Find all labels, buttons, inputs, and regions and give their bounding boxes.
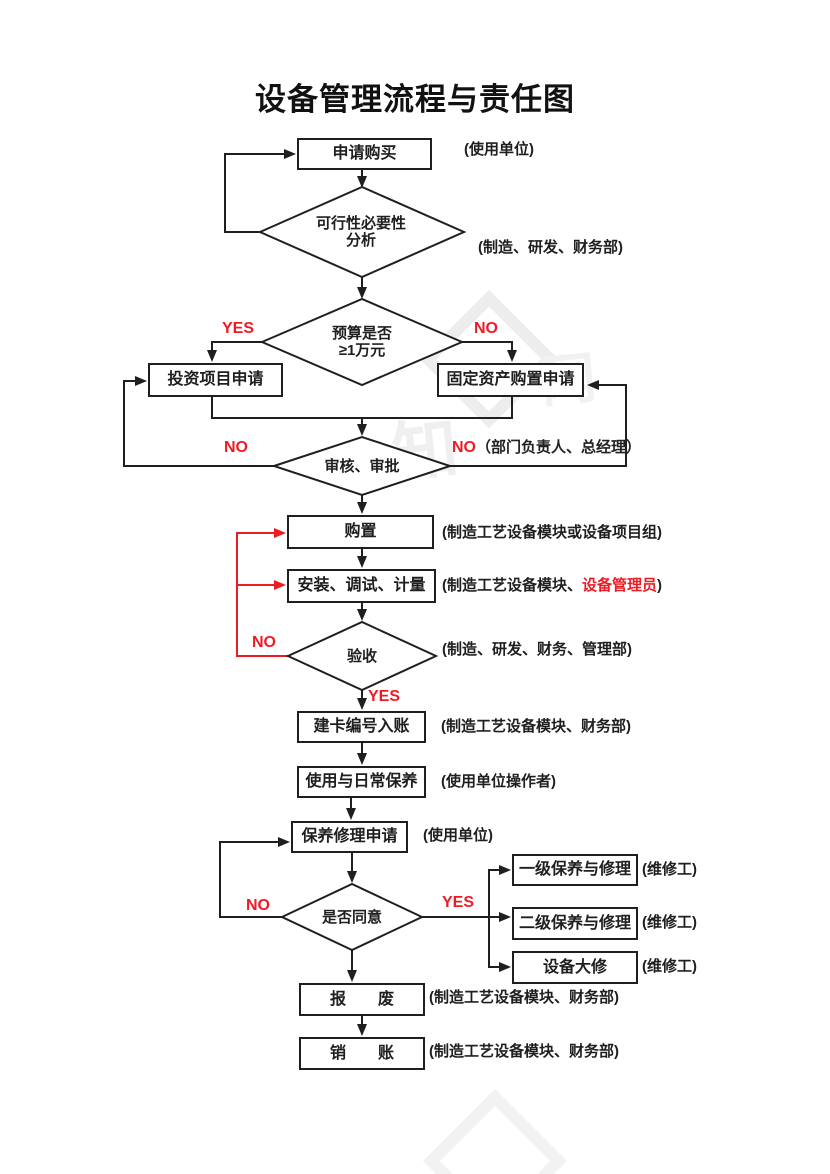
annotation-install-suffix: ) xyxy=(657,577,663,594)
annotation-daily-use: (使用单位操作者) xyxy=(441,773,556,790)
node-install-debug-measure: 安装、调试、计量 xyxy=(287,569,436,603)
annotation-install-prefix: (制造工艺设备模块、 xyxy=(442,577,582,594)
edge-label-review-no-right: NO（部门负责人、总经理） xyxy=(452,439,642,457)
annotation-acceptance: (制造、研发、财务、管理部) xyxy=(442,641,632,658)
node-overhaul: 设备大修 xyxy=(512,951,638,984)
edge-review-no-to-fixedasset xyxy=(450,380,627,467)
node-repair-apply: 保养修理申请 xyxy=(291,821,408,853)
edge-budget-no-to-fixedasset xyxy=(462,341,517,362)
diamond-budget-label: 预算是否 ≥1万元 xyxy=(331,325,393,359)
diamond-review-label: 审核、审批 xyxy=(324,458,400,475)
edge-agree-no-loop xyxy=(219,837,290,918)
edge-branch-to-level1 xyxy=(488,865,511,917)
annotation-feasibility: (制造、研发、财务部) xyxy=(478,239,623,256)
diamond-agree xyxy=(279,882,425,952)
edge-label-acceptance-yes: YES xyxy=(368,688,401,705)
node-scrap: 报 废 xyxy=(299,983,425,1016)
edge-acceptance-no-to-purchase xyxy=(236,528,288,657)
node-level1-maintain: 一级保养与修理 xyxy=(512,854,638,886)
annotation-install: (制造工艺设备模块、设备管理员) xyxy=(442,577,662,594)
edge-budget-yes-to-invest xyxy=(207,341,262,362)
edge-label-budget-yes: YES xyxy=(222,320,255,337)
node-register-account: 建卡编号入账 xyxy=(297,711,426,743)
node-invest-project: 投资项目申请 xyxy=(148,363,283,397)
annotation-purchase: (制造工艺设备模块或设备项目组) xyxy=(442,524,662,541)
annotation-install-highlight: 设备管理员 xyxy=(582,577,658,594)
edge-feasibility-loop-to-apply xyxy=(224,149,296,233)
edge-branch-to-overhaul xyxy=(488,917,511,972)
edge-merge-bar xyxy=(211,397,513,419)
node-apply-purchase: 申请购买 xyxy=(297,138,432,170)
edge-label-review-no-right-text: NO xyxy=(452,439,476,456)
node-purchase: 购置 xyxy=(287,515,434,549)
annotation-repair-apply: (使用单位) xyxy=(423,827,493,844)
edge-label-agree-yes: YES xyxy=(442,894,475,911)
node-fixed-asset-purchase: 固定资产购置申请 xyxy=(437,363,584,397)
edge-label-agree-no: NO xyxy=(246,897,270,914)
edge-label-review-no-left: NO xyxy=(224,439,248,456)
diamond-agree-label: 是否同意 xyxy=(321,909,383,926)
annotation-level1: (维修工) xyxy=(642,861,697,878)
node-daily-use-maintain: 使用与日常保养 xyxy=(297,766,426,798)
edge-label-budget-no: NO xyxy=(474,320,498,337)
annotation-level2: (维修工) xyxy=(642,914,697,931)
annotation-writeoff: (制造工艺设备模块、财务部) xyxy=(429,1043,619,1060)
diamond-acceptance xyxy=(285,620,439,692)
diamond-acceptance-label: 验收 xyxy=(346,648,378,665)
annotation-register: (制造工艺设备模块、财务部) xyxy=(441,718,631,735)
diamond-budget xyxy=(259,297,465,387)
edge-review-no-to-invest xyxy=(123,376,274,467)
diamond-review xyxy=(270,435,454,497)
annotation-overhaul: (维修工) xyxy=(642,958,697,975)
annotation-scrap: (制造工艺设备模块、财务部) xyxy=(429,989,619,1006)
node-writeoff: 销 账 xyxy=(299,1037,425,1070)
diamond-feasibility-label: 可行性必要性 分析 xyxy=(315,215,407,249)
edge-label-acceptance-no: NO xyxy=(252,634,276,651)
annotation-apply: (使用单位) xyxy=(464,141,534,158)
annotation-review: （部门负责人、总经理） xyxy=(476,440,642,456)
diamond-feasibility xyxy=(257,185,467,279)
page-title: 设备管理流程与责任图 xyxy=(255,82,575,117)
node-level2-maintain: 二级保养与修理 xyxy=(512,907,638,940)
